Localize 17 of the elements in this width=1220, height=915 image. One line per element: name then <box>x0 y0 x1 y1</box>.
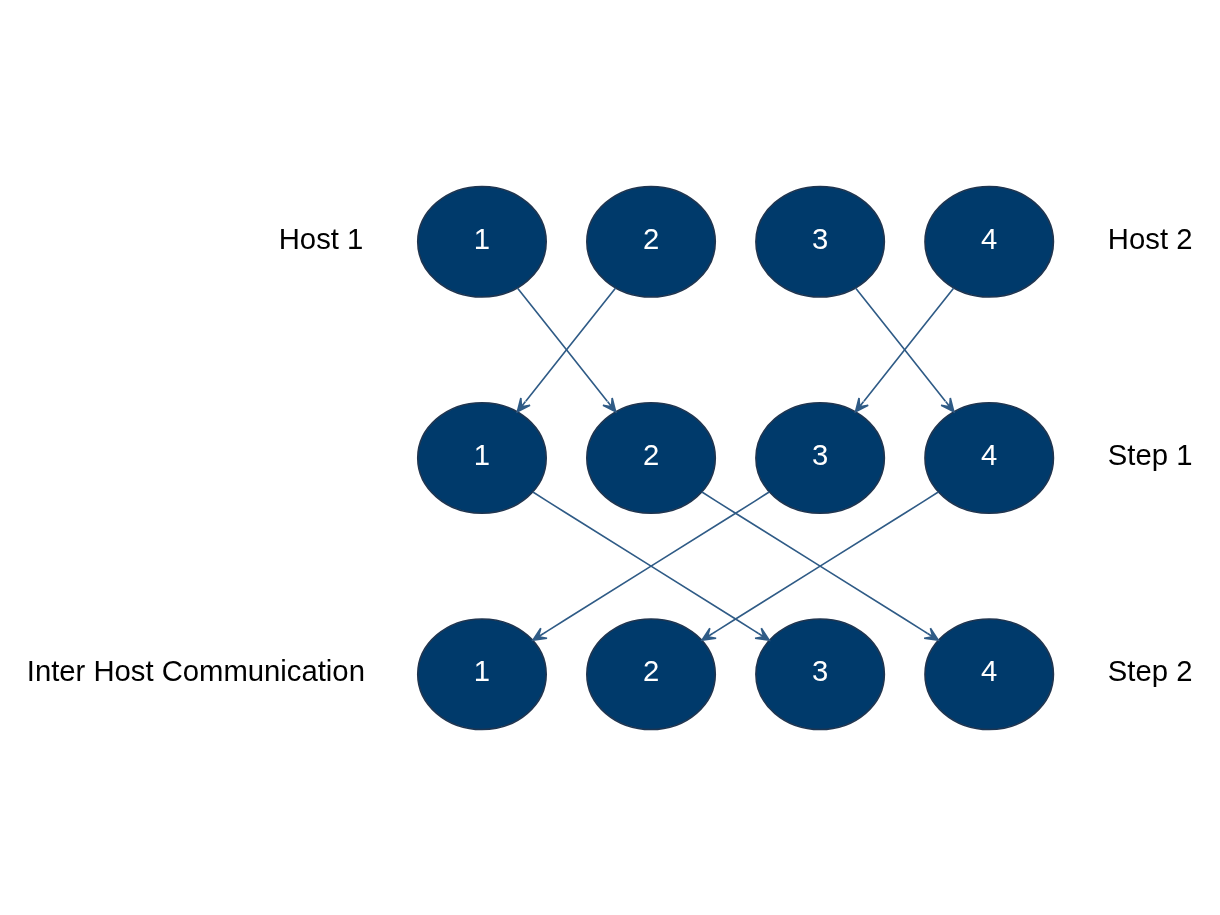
node-ellipse: 3 <box>755 401 886 514</box>
arrow <box>854 286 955 413</box>
label: Host 1 <box>278 222 364 255</box>
arrow <box>532 490 770 641</box>
label: Inter Host Communication <box>26 654 365 687</box>
node-ellipse: 3 <box>755 185 886 298</box>
node-ellipse: 2 <box>586 401 717 514</box>
label: Step 2 <box>1107 654 1193 687</box>
node-ellipse: 4 <box>924 401 1055 514</box>
node-ellipse: 1 <box>416 185 547 298</box>
label: Step 1 <box>1107 438 1193 471</box>
label: Host 2 <box>1107 222 1193 255</box>
node-ellipse: 1 <box>416 401 547 514</box>
arrow <box>701 490 940 641</box>
arrow <box>516 286 617 413</box>
node-ellipse: 2 <box>586 185 717 298</box>
node-ellipse: 4 <box>924 185 1055 298</box>
